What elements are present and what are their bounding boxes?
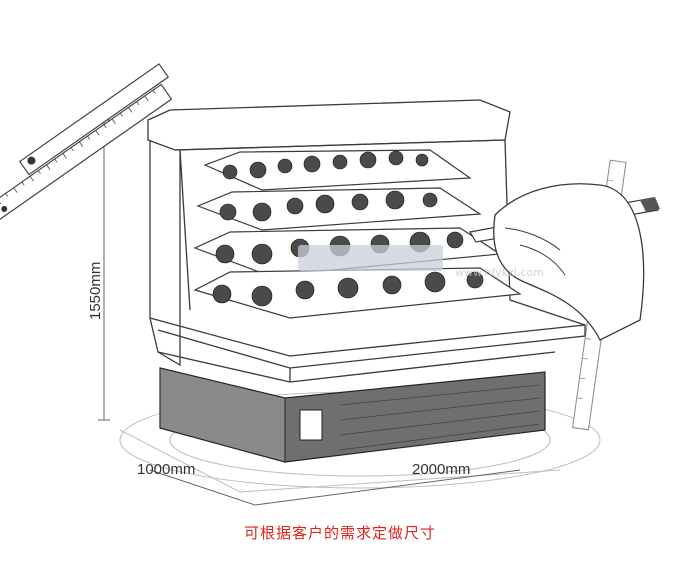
case-base bbox=[159, 367, 546, 463]
custom-size-caption: 可根据客户的需求定做尺寸 bbox=[243, 524, 436, 542]
produce bbox=[212, 150, 484, 307]
width-dimension-label: 2000mm bbox=[412, 461, 470, 478]
shelf-1 bbox=[203, 149, 472, 191]
ruler-left bbox=[0, 63, 173, 221]
svg-text:www.hfykzl.com: www.hfykzl.com bbox=[455, 266, 544, 279]
depth-dimension-label: 1000mm bbox=[137, 461, 195, 478]
watermark: www.hfykzl.com bbox=[298, 245, 544, 279]
shelf-2 bbox=[196, 187, 482, 231]
hand-with-pencil bbox=[469, 183, 660, 341]
height-dimension-label: 1550mm bbox=[87, 262, 104, 320]
case-body bbox=[147, 99, 586, 383]
